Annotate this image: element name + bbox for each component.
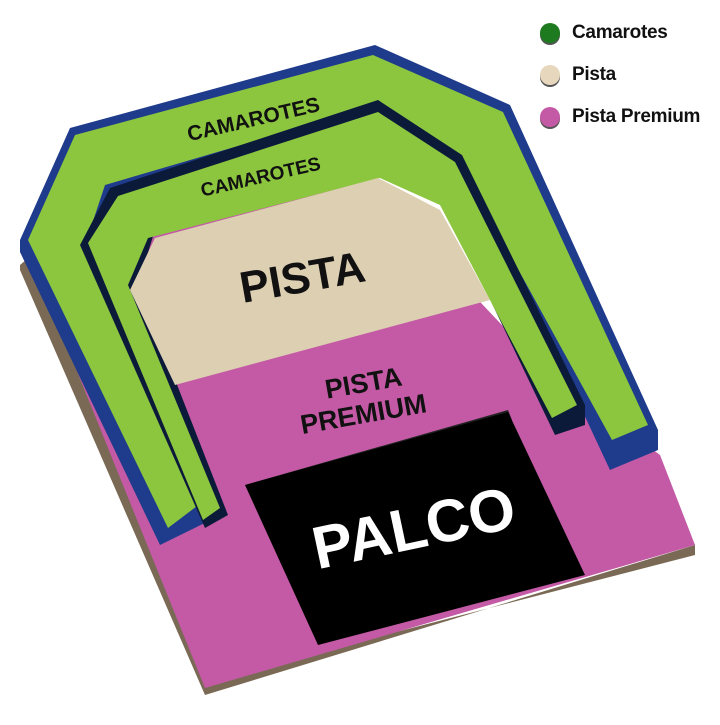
section-camarotes-inner[interactable] [88, 112, 577, 520]
section-pista[interactable] [130, 178, 490, 385]
legend-item-camarotes: Camarotes [540, 18, 700, 48]
legend-label-camarotes: Camarotes [572, 22, 668, 43]
legend-item-pista: Pista [540, 60, 700, 90]
legend-label-pista: Pista [572, 64, 616, 85]
legend-label-pista-premium: Pista Premium [572, 106, 701, 127]
section-palco[interactable] [245, 412, 585, 645]
section-camarotes-outer[interactable] [28, 55, 648, 528]
legend: Camarotes Pista Pista Premium [540, 18, 700, 144]
legend-dot-pista [540, 65, 560, 85]
legend-item-pista-premium: Pista Premium [540, 102, 700, 132]
legend-dot-pista-premium [540, 107, 560, 127]
legend-dot-camarotes [540, 23, 560, 43]
